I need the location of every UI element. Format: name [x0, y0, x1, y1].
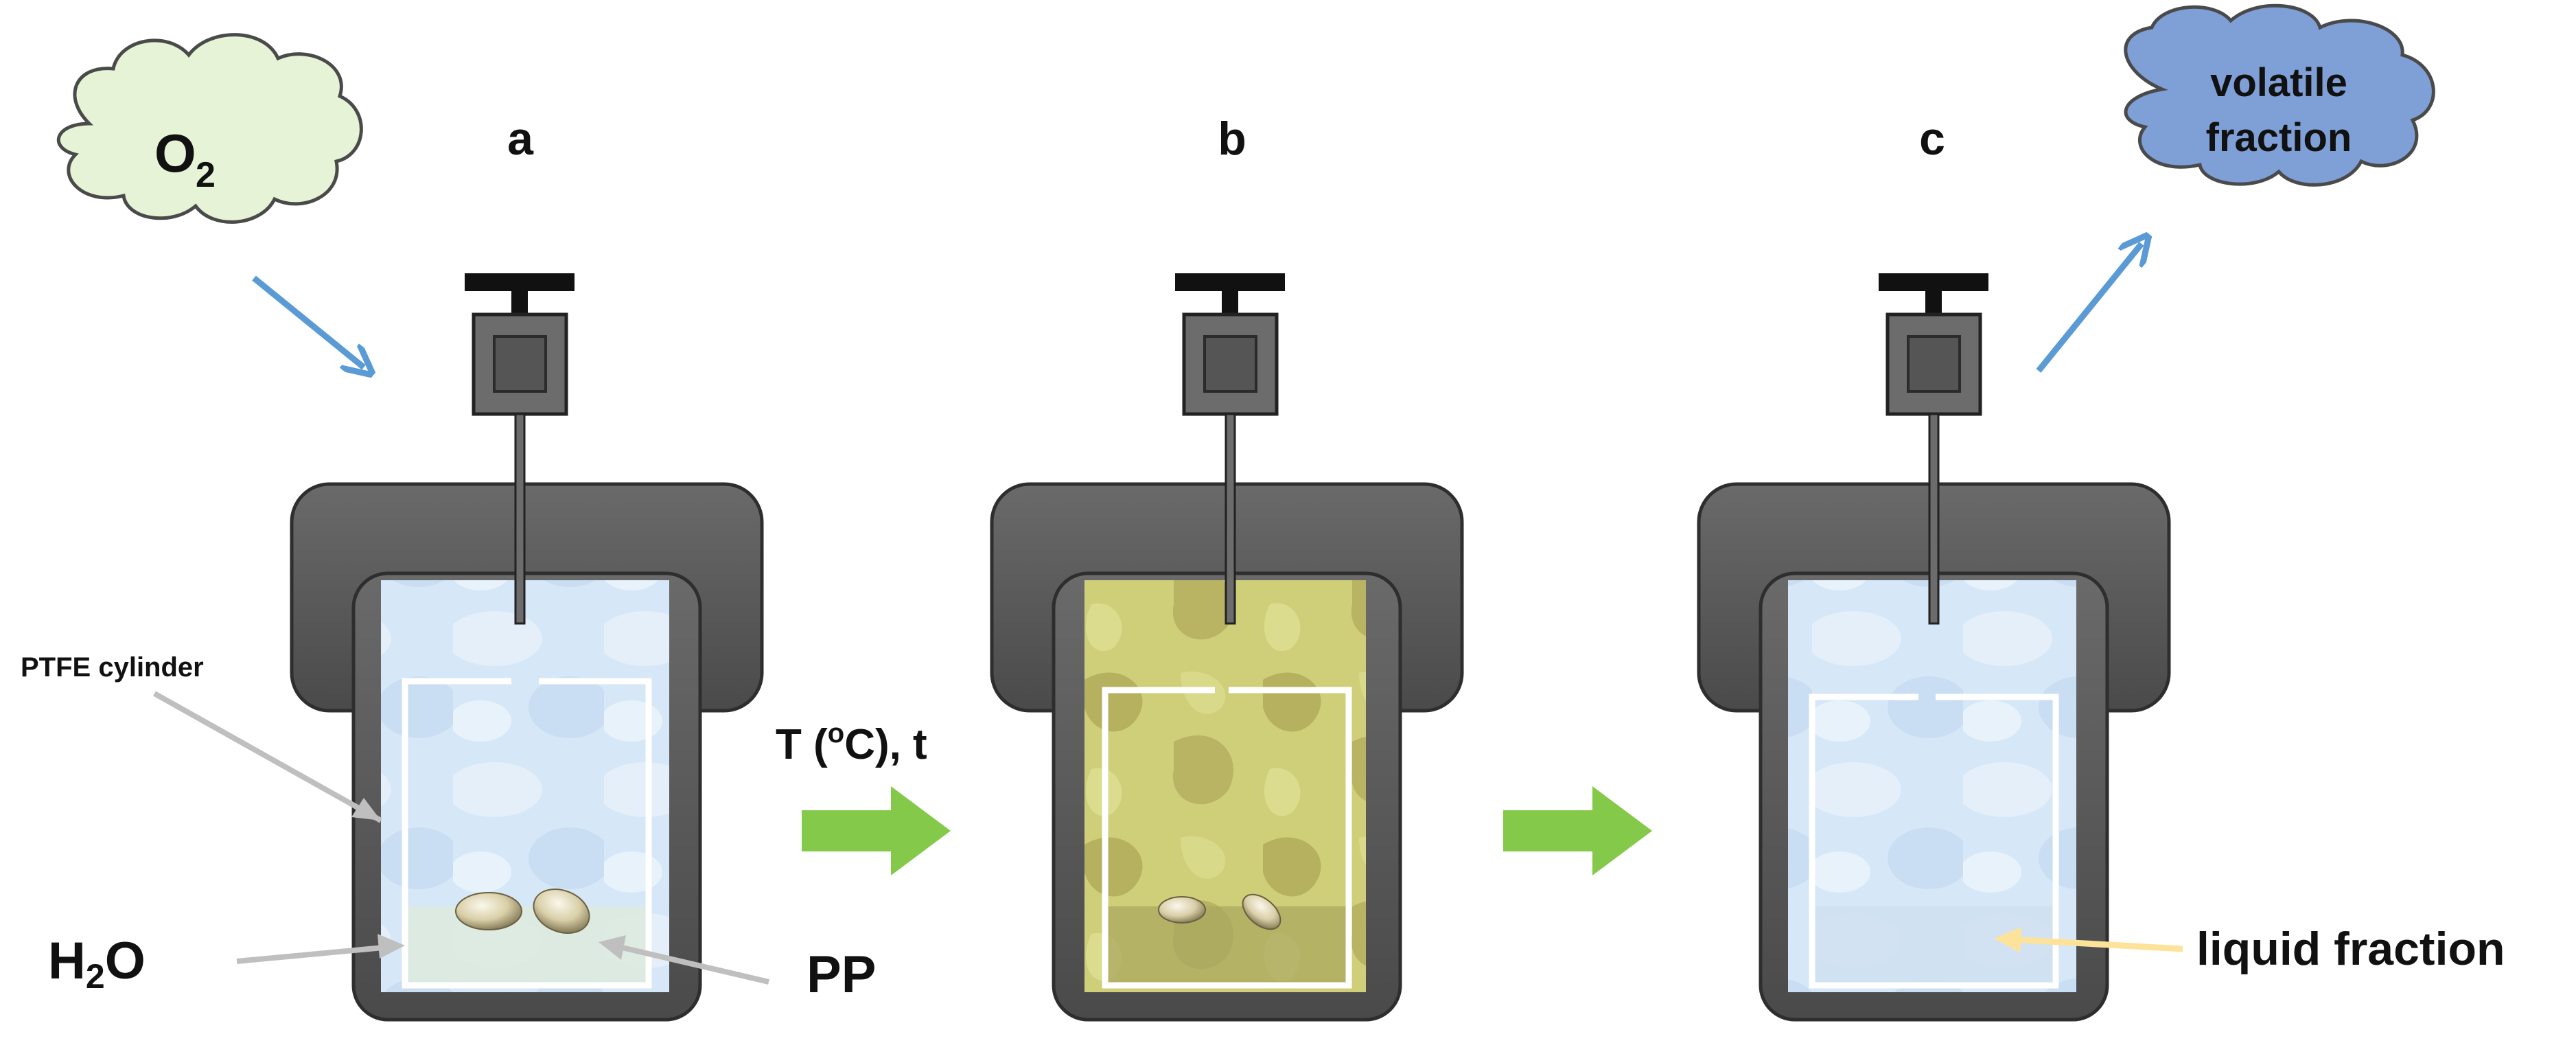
reaction-condition-label: T (oC), t	[776, 718, 927, 768]
volatile-outflow-arrow-icon	[2036, 244, 2142, 373]
pp-pointer-arrow-icon	[607, 941, 769, 985]
valve-icon	[1879, 273, 1988, 625]
pp-label: PP	[807, 946, 876, 1004]
pellet-icon	[1158, 896, 1206, 924]
ptfe-cylinder-a	[402, 678, 652, 989]
volatile-label-line1: volatile	[2210, 60, 2347, 105]
oxygen-subscript: 2	[196, 155, 216, 195]
liquid-pointer-arrow-icon	[2010, 936, 2183, 952]
valve-icon	[1175, 273, 1285, 625]
volatile-label-line2: fraction	[2206, 115, 2352, 160]
pellet-icon	[1242, 893, 1281, 930]
oxygen-inflow-arrow-icon	[252, 275, 364, 367]
oxygen-cloud-icon: O 2	[56, 33, 363, 224]
ptfe-cylinder-b	[1102, 687, 1352, 989]
ptfe-pointer-arrow-icon	[153, 691, 382, 823]
ptfe-cylinder-label: PTFE cylinder	[21, 652, 204, 683]
panel-c-label: c	[1919, 113, 1945, 165]
reactor-c	[1697, 273, 2171, 1022]
water-label: H2O	[48, 932, 146, 996]
ptfe-cylinder-c	[1809, 694, 2059, 989]
pellet-icon	[455, 892, 522, 930]
pellet-icon	[533, 889, 590, 934]
reactor-a	[290, 273, 764, 1022]
liquid-fraction-label: liquid fraction	[2196, 923, 2505, 975]
water-pointer-head-icon	[378, 934, 405, 959]
liquid-phase-b	[1105, 906, 1349, 985]
water-pointer-arrow-icon	[236, 943, 399, 964]
volatile-cloud-icon: volatile fraction	[2124, 3, 2435, 187]
valve-icon	[465, 273, 575, 625]
oxygen-label: O	[154, 123, 196, 183]
flow-arrow-ab-icon	[802, 786, 951, 875]
liquid-pointer-head-icon	[1994, 927, 2021, 952]
flow-arrow-bc-icon	[1503, 786, 1652, 875]
ptfe-pointer-head-icon	[351, 798, 381, 821]
pp-pointer-head-icon	[599, 935, 626, 960]
panel-a-label: a	[507, 113, 534, 165]
reactor-b	[990, 273, 1464, 1022]
panel-b-label: b	[1218, 113, 1246, 165]
